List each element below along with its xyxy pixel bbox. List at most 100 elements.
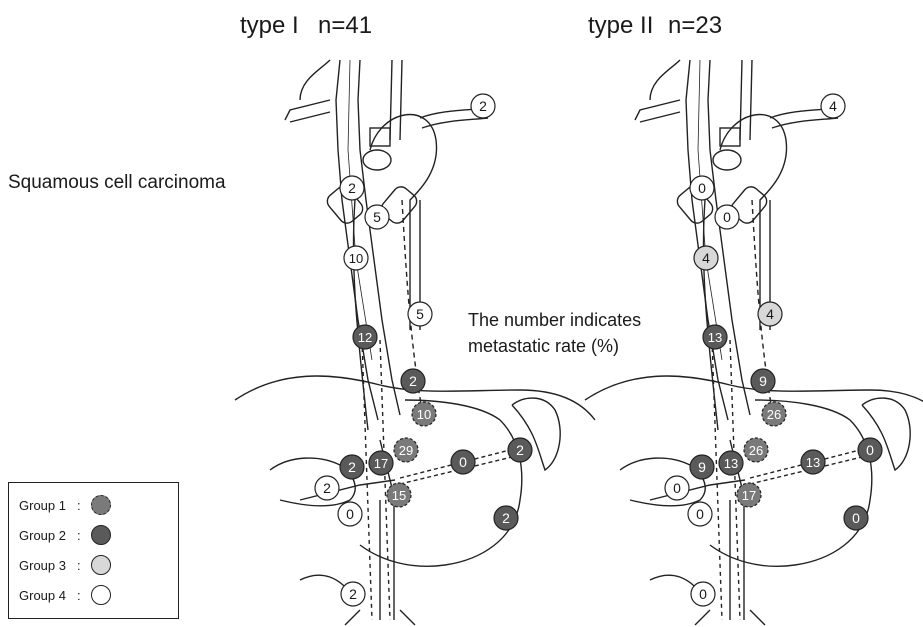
lymph-node: 5: [365, 205, 389, 229]
legend-colon: :: [77, 498, 91, 513]
lymph-node: 2: [340, 455, 364, 479]
lymph-node: 10: [344, 246, 368, 270]
lymph-node-value: 2: [502, 510, 510, 526]
lymph-node: 0: [451, 450, 475, 474]
lymph-node-value: 2: [348, 459, 356, 475]
lymph-node-value: 0: [698, 180, 706, 196]
lymph-node-value: 2: [516, 442, 524, 458]
left-vessel-up: [300, 60, 330, 100]
trachea: [390, 60, 402, 140]
legend-colon: :: [77, 588, 91, 603]
lymph-node: 4: [758, 302, 782, 326]
lymph-node: 2: [341, 582, 365, 606]
lymph-node-value: 0: [852, 510, 860, 526]
lymph-node: 0: [690, 176, 714, 200]
lymph-node: 0: [338, 502, 362, 526]
lymph-node: 0: [858, 438, 882, 462]
lymph-node-value: 2: [409, 373, 417, 389]
lymph-node-value: 13: [806, 455, 820, 470]
subclavian-left: [635, 100, 680, 122]
lymph-node: 4: [694, 246, 718, 270]
lymph-node: 12: [353, 325, 377, 349]
lymph-node: 2: [471, 94, 495, 118]
lymph-node-value: 29: [399, 443, 413, 458]
legend-label: Group 3: [19, 558, 77, 573]
lymph-node: 0: [844, 506, 868, 530]
lymph-node-value: 4: [702, 250, 710, 266]
trachea-ring: [363, 150, 391, 170]
lymph-node: 15: [387, 483, 411, 507]
lymph-node: 0: [665, 476, 689, 500]
lymph-node-value: 17: [742, 488, 756, 503]
lymph-node-value: 9: [698, 459, 706, 475]
lymph-node: 0: [691, 582, 715, 606]
lymph-node-value: 2: [323, 480, 331, 496]
lymph-node-value: 26: [749, 443, 763, 458]
lymph-node: 2: [494, 506, 518, 530]
lymph-node-value: 0: [459, 454, 467, 470]
lymph-node-value: 5: [373, 209, 381, 225]
lymph-node: 26: [744, 438, 768, 462]
lymph-node-value: 4: [829, 98, 837, 114]
legend-label: Group 1: [19, 498, 77, 513]
lymph-node-value: 2: [479, 98, 487, 114]
lymph-node: 2: [401, 369, 425, 393]
note-line-1: The number indicates: [468, 308, 641, 332]
stomach-outline: [360, 400, 522, 566]
lymph-node-value: 13: [724, 456, 738, 471]
legend-colon: :: [77, 528, 91, 543]
lymph-node: 4: [821, 94, 845, 118]
lymph-node: 9: [751, 369, 775, 393]
lymph-node: 17: [369, 451, 393, 475]
panel-1-type-label: type I: [240, 12, 299, 40]
legend-item-group-4: Group 4 :: [19, 583, 111, 607]
legend: Group 1 : Group 2 : Group 3 : Group 4 :: [8, 482, 179, 619]
lymph-node: 29: [394, 438, 418, 462]
lymph-node-value: 0: [723, 209, 731, 225]
lymph-node: 13: [801, 450, 825, 474]
lymph-node-value: 2: [348, 180, 356, 196]
legend-item-group-1: Group 1 :: [19, 493, 111, 517]
legend-item-group-2: Group 2 :: [19, 523, 111, 547]
left-vessel-up: [650, 60, 680, 100]
lymph-node: 0: [688, 502, 712, 526]
lymph-node: 17: [737, 483, 761, 507]
panel-1-n-label: n=41: [318, 12, 372, 40]
lymph-node-value: 2: [349, 586, 357, 602]
legend-item-group-3: Group 3 :: [19, 553, 111, 577]
lymph-node: 5: [408, 302, 432, 326]
panel-2-anatomy: [585, 60, 923, 625]
legend-label: Group 2: [19, 528, 77, 543]
hepatic-artery: [300, 480, 395, 500]
legend-colon: :: [77, 558, 91, 573]
lymph-node: 2: [340, 176, 364, 200]
lymph-left: [703, 200, 718, 430]
lymph-node-value: 26: [767, 407, 781, 422]
lymph-node-value: 0: [699, 586, 707, 602]
lymph-node-value: 13: [708, 330, 722, 345]
subclavian-left: [285, 100, 330, 122]
lymph-node-value: 5: [416, 306, 424, 322]
lymph-node: 13: [719, 451, 743, 475]
lymph-node-value: 0: [673, 480, 681, 496]
lymph-node-value: 10: [417, 407, 431, 422]
group-2-swatch: [91, 525, 111, 545]
note-line-2: metastatic rate (%): [468, 334, 619, 358]
trachea-ring: [713, 150, 741, 170]
trachea: [740, 60, 752, 140]
group-1-swatch: [91, 495, 111, 515]
legend-label: Group 4: [19, 588, 77, 603]
lymph-node-value: 12: [358, 330, 372, 345]
lymph-node: 13: [703, 325, 727, 349]
lymph-node: 9: [690, 455, 714, 479]
lymph-node-value: 0: [866, 442, 874, 458]
lymph-node-value: 0: [346, 506, 354, 522]
lymph-node-value: 0: [696, 506, 704, 522]
lymph-node-value: 10: [349, 251, 363, 266]
lymph-node: 10: [412, 402, 436, 426]
lymph-node-value: 9: [759, 373, 767, 389]
subtitle: Squamous cell carcinoma: [8, 172, 226, 194]
group-4-swatch: [91, 585, 111, 605]
panel-2-n-label: n=23: [668, 12, 722, 40]
lymph-node-value: 4: [766, 306, 774, 322]
